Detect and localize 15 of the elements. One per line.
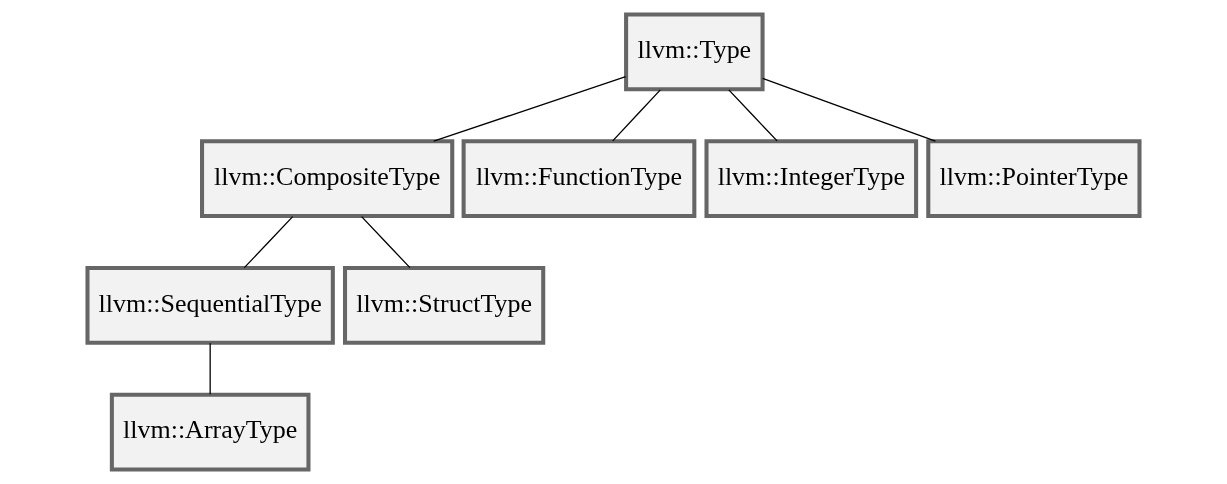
connector — [433, 75, 627, 142]
connector — [612, 89, 661, 142]
connector — [243, 216, 294, 269]
connector — [209, 342, 211, 395]
node-box: llvm::CompositeType — [200, 139, 455, 219]
connector — [762, 77, 937, 142]
node-box: llvm::StructType — [343, 265, 546, 345]
node-box: llvm::FunctionType — [461, 139, 697, 219]
node-box: llvm::ArrayType — [109, 392, 311, 472]
node-box: llvm::SequentialType — [85, 265, 335, 345]
node-box: llvm::PointerType — [926, 139, 1142, 219]
connector — [360, 216, 411, 269]
node-box: llvm::IntegerType — [704, 139, 919, 219]
connector — [728, 89, 778, 142]
node-box: llvm::Type — [624, 12, 765, 92]
